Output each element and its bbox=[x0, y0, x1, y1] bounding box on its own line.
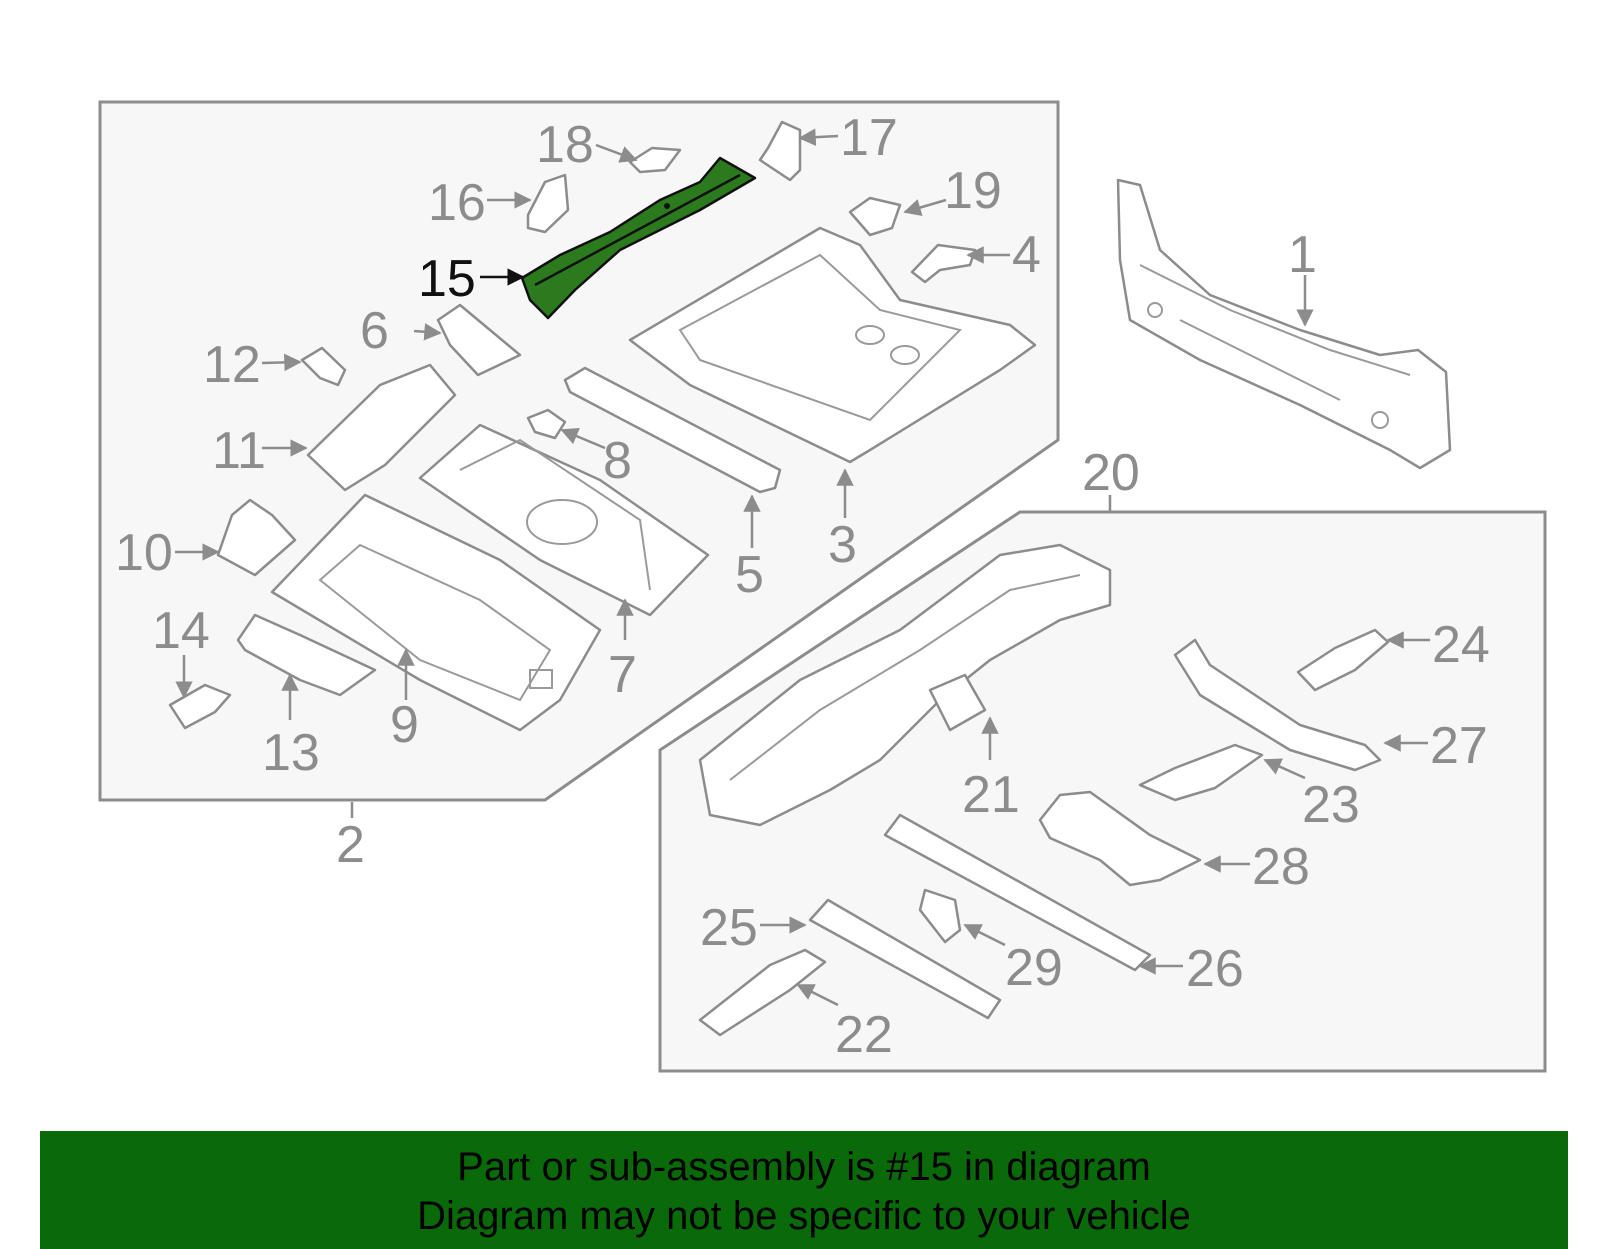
label-part-23: 23 bbox=[1302, 776, 1360, 834]
label-part-10: 10 bbox=[115, 524, 173, 582]
label-part-22: 22 bbox=[835, 1006, 893, 1064]
part-10-bracket[interactable] bbox=[216, 498, 297, 577]
part-29-bracket[interactable] bbox=[918, 888, 962, 944]
part-7-center-floor[interactable] bbox=[418, 423, 710, 617]
label-part-4: 4 bbox=[1012, 226, 1041, 284]
part-27-crossmember[interactable] bbox=[1173, 638, 1382, 772]
label-part-6: 6 bbox=[360, 302, 389, 360]
label-part-19: 19 bbox=[944, 162, 1002, 220]
part-19-bracket[interactable] bbox=[848, 196, 902, 237]
label-part-13: 13 bbox=[262, 724, 320, 782]
label-part-7: 7 bbox=[608, 646, 637, 704]
label-part-16: 16 bbox=[428, 174, 486, 232]
label-part-5: 5 bbox=[735, 546, 764, 604]
label-part-26: 26 bbox=[1186, 940, 1244, 998]
label-part-3: 3 bbox=[828, 516, 857, 574]
label-part-17: 17 bbox=[840, 109, 898, 167]
part-22-brace[interactable] bbox=[698, 948, 827, 1037]
part-15-highlighted-rail[interactable] bbox=[520, 156, 757, 320]
part-12-bracket[interactable] bbox=[300, 346, 347, 387]
part-21-rear-frame[interactable] bbox=[698, 543, 1112, 827]
label-part-15: 15 bbox=[418, 250, 476, 308]
part-5-crossmember[interactable] bbox=[563, 366, 782, 494]
label-part-25: 25 bbox=[700, 899, 758, 957]
label-part-18: 18 bbox=[536, 116, 594, 174]
label-part-21: 21 bbox=[962, 766, 1020, 824]
part-8-patch[interactable] bbox=[526, 408, 567, 440]
part-3-rear-floor-pan[interactable] bbox=[628, 226, 1037, 464]
part-23-bracket[interactable] bbox=[1138, 743, 1264, 802]
label-part-14: 14 bbox=[152, 602, 210, 660]
info-banner: Part or sub-assembly is #15 in diagram D… bbox=[40, 1131, 1568, 1249]
label-part-8: 8 bbox=[603, 432, 632, 490]
part-4-bracket[interactable] bbox=[910, 243, 977, 284]
label-part-20: 20 bbox=[1082, 444, 1140, 502]
label-part-9: 9 bbox=[390, 696, 419, 754]
part-14-bracket[interactable] bbox=[168, 683, 232, 730]
part-26-rail[interactable] bbox=[883, 813, 1152, 972]
label-part-29: 29 bbox=[1005, 939, 1063, 997]
label-part-27: 27 bbox=[1430, 717, 1488, 775]
label-part-11: 11 bbox=[212, 422, 266, 480]
part-28-bracket[interactable] bbox=[1038, 790, 1202, 887]
part-1-rear-panel[interactable] bbox=[1116, 178, 1452, 470]
leader-lines bbox=[175, 128, 1430, 1007]
part-16-bracket[interactable] bbox=[526, 173, 570, 234]
part-13-bracket[interactable] bbox=[236, 613, 377, 697]
part-6-bracket[interactable] bbox=[436, 303, 522, 377]
part-18-plate[interactable] bbox=[628, 146, 682, 174]
banner-line-disclaimer: Diagram may not be specific to your vehi… bbox=[417, 1194, 1191, 1238]
part-25-rail[interactable] bbox=[808, 898, 1002, 1020]
part-9-front-floor[interactable] bbox=[270, 493, 602, 732]
label-part-2: 2 bbox=[336, 816, 365, 874]
part-17-bracket[interactable] bbox=[758, 120, 802, 182]
banner-line-part-note: Part or sub-assembly is #15 in diagram bbox=[457, 1145, 1151, 1189]
label-part-12: 12 bbox=[203, 336, 261, 394]
label-part-28: 28 bbox=[1252, 838, 1310, 896]
label-part-24: 24 bbox=[1432, 616, 1490, 674]
label-part-1: 1 bbox=[1288, 226, 1317, 284]
part-11-reinforcement[interactable] bbox=[306, 363, 457, 492]
